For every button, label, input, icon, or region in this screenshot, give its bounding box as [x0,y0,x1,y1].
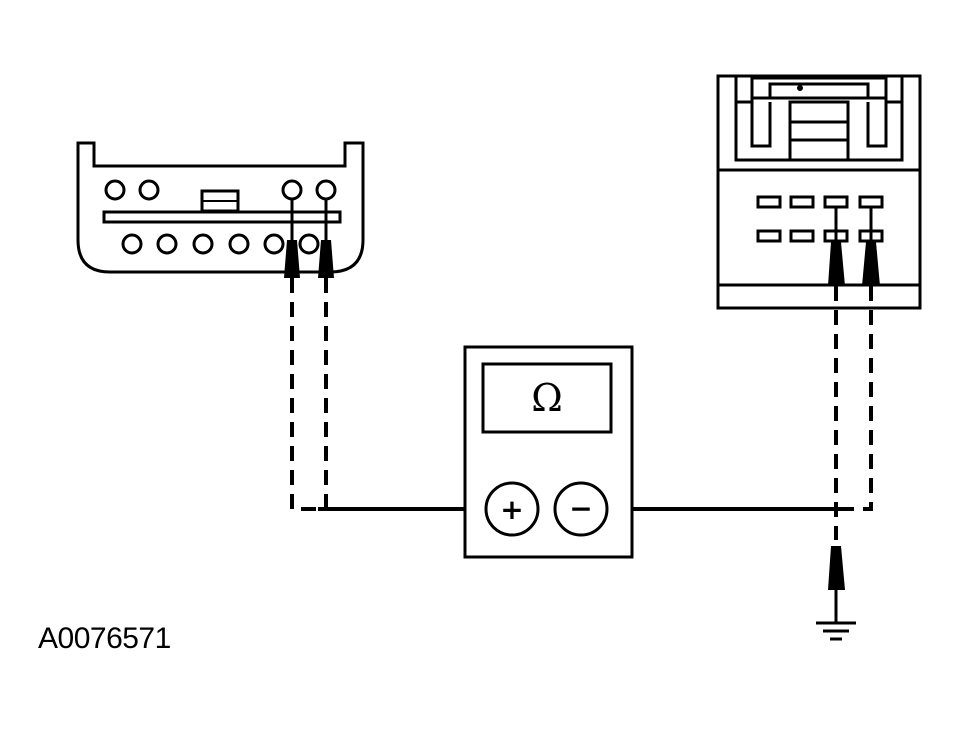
connector-slot [756,195,782,209]
connector-rib [102,210,342,224]
connector-pin [121,233,143,255]
left-connector-body [76,141,365,274]
ground-connection [816,546,856,641]
left-dashed-leads [290,278,328,511]
negative-terminal [553,481,609,537]
connector-pin [281,179,303,201]
ohmmeter: Ω + − [463,345,634,559]
right-connector-latch [788,100,850,162]
left-connector [76,141,365,274]
ground-icon [816,621,856,641]
right-connector-body [716,74,922,310]
connector-pin [298,233,320,255]
probe-tip [862,242,880,286]
figure-id: A0076571 [38,622,171,655]
probe-tip [828,242,845,286]
probe-tip [828,546,845,590]
connector-pin [192,233,214,255]
probe-tip [318,240,334,278]
right-probes [828,207,880,286]
left-probes [284,198,334,278]
connector-pin [104,179,126,201]
connector-pin [263,233,285,255]
connector-pin [156,233,178,255]
connector-slot [789,195,815,209]
connector-pin [228,233,250,255]
connector-slot [756,229,782,243]
connector-slot [858,195,884,209]
connector-slot [789,229,815,243]
positive-terminal [484,481,540,537]
connector-slot [823,195,849,209]
right-connector [716,74,922,310]
meter-display [481,362,613,434]
ohm-symbol: Ω [531,376,563,420]
connector-pin [315,179,337,201]
negative-terminal-label: − [569,492,592,525]
positive-terminal-label: + [500,493,523,526]
right-dashed-leads [834,286,873,540]
connector-pin [138,179,160,201]
probe-tip [284,240,300,278]
